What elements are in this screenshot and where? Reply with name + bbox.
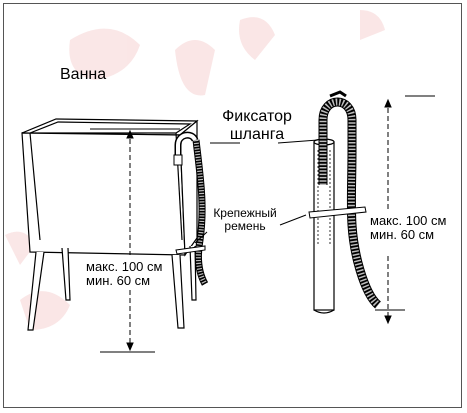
standpipe-height-label: макс. 100 см мин. 60 см xyxy=(370,213,447,243)
tub-leg-back-right xyxy=(189,245,197,301)
tub-min-height: мин. 60 см xyxy=(86,273,151,289)
strap-label: Крепежный ремень xyxy=(210,206,280,234)
tub xyxy=(21,118,199,331)
strap-label-line2: ремень xyxy=(224,219,266,234)
hose-holder-label-line2: шланга xyxy=(229,125,285,143)
standpipe-max-height: макс. 100 см xyxy=(370,213,447,228)
standpipe-min-height: мин. 60 см xyxy=(370,227,435,243)
strap-label-line1: Крепежный xyxy=(213,206,277,220)
hose-holder-label: Фиксатор шланга xyxy=(212,108,302,143)
standpipe-height-dimension xyxy=(375,95,435,325)
tub-leg-front-right xyxy=(171,254,185,329)
tub-height-dimension xyxy=(90,128,180,353)
standpipe-hose xyxy=(308,90,382,309)
tub-height-label: макс. 100 см мин. 60 см xyxy=(86,259,163,289)
tub-hose xyxy=(173,131,209,286)
tub-leg-front-left xyxy=(27,251,45,331)
tub-max-height: макс. 100 см xyxy=(86,259,163,274)
leader-lines xyxy=(194,139,319,244)
hose-holder-label-line1: Фиксатор xyxy=(222,108,292,125)
tub-label: Ванна xyxy=(60,66,107,83)
tub-front xyxy=(21,132,186,256)
tub-leg-back-left xyxy=(61,247,71,301)
